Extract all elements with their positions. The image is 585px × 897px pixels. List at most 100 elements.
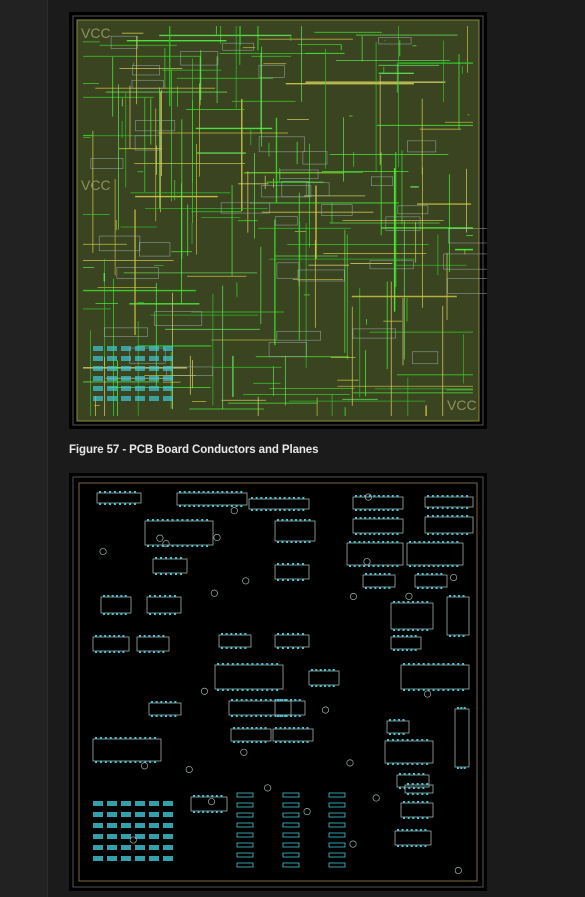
component-outline [274, 700, 306, 716]
component-pin [156, 545, 159, 547]
component-pin [402, 601, 405, 603]
component-pin [408, 787, 411, 789]
component-pin [419, 845, 422, 847]
component-pin [463, 707, 466, 709]
resistor-pad [282, 852, 300, 858]
component-pin [427, 515, 429, 517]
component-pin [287, 579, 289, 581]
component-pin [95, 737, 97, 739]
component-outline [362, 574, 396, 588]
component-pin [290, 541, 293, 543]
resistor-pad [282, 792, 300, 798]
component-pin [411, 793, 414, 795]
component-footprint [378, 37, 412, 45]
component-footprint [110, 35, 138, 49]
component-pin [426, 801, 429, 803]
component-pin [171, 545, 174, 547]
component-pin [403, 663, 405, 665]
component-footprint [258, 64, 285, 78]
component-footprint [268, 342, 307, 357]
component-pin [353, 541, 356, 543]
component-pin [364, 509, 367, 511]
component-pin [164, 595, 166, 597]
component-pin [368, 517, 371, 519]
resistor-pad [328, 862, 346, 868]
component-outline [454, 708, 470, 768]
component-pin [466, 507, 469, 509]
component-pin [95, 651, 97, 653]
component-footprint [103, 327, 148, 337]
component-pin [176, 519, 179, 521]
component-pin [165, 715, 167, 717]
component-outline [228, 700, 292, 716]
pad [149, 346, 159, 351]
component-pin [176, 545, 179, 547]
component-footprint [134, 120, 176, 132]
component-pin [391, 565, 394, 567]
component-footprint [369, 260, 414, 270]
component-pin [235, 647, 237, 649]
component-pin [298, 715, 301, 717]
component-pin [397, 629, 400, 631]
component-pin [124, 491, 126, 493]
pad [149, 823, 159, 828]
component-pin [282, 633, 284, 635]
component-pin [116, 613, 118, 615]
pad [107, 856, 117, 861]
component-footprint [385, 216, 421, 231]
component-pin [206, 795, 209, 797]
component-pin [237, 727, 240, 729]
component-pin [359, 517, 362, 519]
component-pin [281, 519, 284, 521]
component-outline [274, 564, 310, 580]
component-pin [119, 491, 121, 493]
component-pin [436, 515, 439, 517]
component-pin [154, 613, 156, 615]
resistor-pad [328, 842, 346, 848]
component-pin [275, 741, 277, 743]
component-pin [358, 541, 361, 543]
component-pin [328, 669, 331, 671]
pad [135, 856, 145, 861]
component-pin [225, 647, 228, 649]
component-pin [435, 587, 438, 589]
component-pin [417, 689, 420, 691]
component-pin [129, 737, 132, 739]
component-pin [264, 715, 267, 717]
component-pin [157, 635, 160, 637]
component-pin [264, 741, 267, 743]
component-pin [288, 497, 291, 499]
resistor-pad [236, 852, 254, 858]
component-pin [437, 663, 440, 665]
component-pin [355, 533, 357, 535]
component-pin [397, 649, 400, 651]
component-pin [456, 495, 459, 497]
component-pin [120, 595, 123, 597]
component-pin [442, 565, 445, 567]
component-pin [276, 689, 279, 691]
component-pin [426, 573, 429, 575]
component-pin [193, 491, 196, 493]
component-footprint [128, 347, 166, 364]
component-pin [382, 495, 385, 497]
pad [121, 396, 131, 401]
component-pin [451, 533, 454, 535]
component-pin [149, 737, 152, 739]
component-pin [282, 563, 284, 565]
component-outline [230, 728, 272, 742]
component-pin [211, 795, 214, 797]
pad [135, 812, 145, 817]
component-pin [202, 811, 205, 813]
component-pin [287, 633, 289, 635]
component-pin [461, 507, 464, 509]
component-pin [417, 817, 419, 819]
component-pin [387, 763, 389, 765]
component-pin [292, 647, 294, 649]
component-pin [225, 633, 228, 635]
pad [93, 386, 103, 391]
component-pin [412, 689, 415, 691]
component-pin [431, 533, 434, 535]
component-pin [441, 495, 444, 497]
component-pin [151, 519, 154, 521]
component-pin [440, 573, 443, 575]
